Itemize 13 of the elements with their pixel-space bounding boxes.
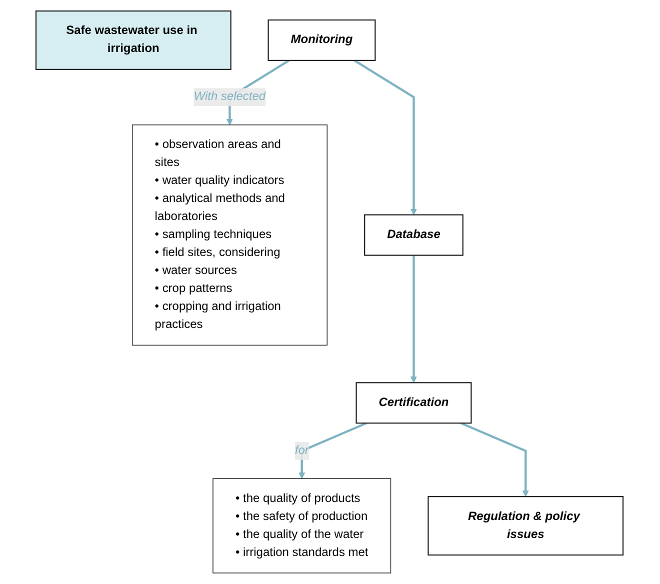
node-box: Safe wastewater use in irrigation — [36, 10, 232, 70]
node-box: Database — [364, 214, 464, 256]
node-box: • observation areas and sites • water quality indicators • analytical methods and laboratories • sampling techniques • field sites, considering • water sources • crop patterns • cropping and irrigation practices — [132, 124, 328, 346]
node-box: Regulation & policy issues — [428, 496, 624, 556]
arrow — [460, 422, 530, 497]
arrow — [299, 422, 368, 479]
arrow — [410, 255, 418, 383]
node-box: Monitoring — [268, 19, 376, 62]
edge-label: for — [295, 444, 310, 457]
node-box: • the quality of products • the safety of production • the quality of the water • irrigation standards met — [213, 478, 392, 574]
edge-label: With selected — [194, 90, 266, 104]
node-box: Certification — [356, 382, 472, 424]
arrow — [354, 60, 418, 216]
